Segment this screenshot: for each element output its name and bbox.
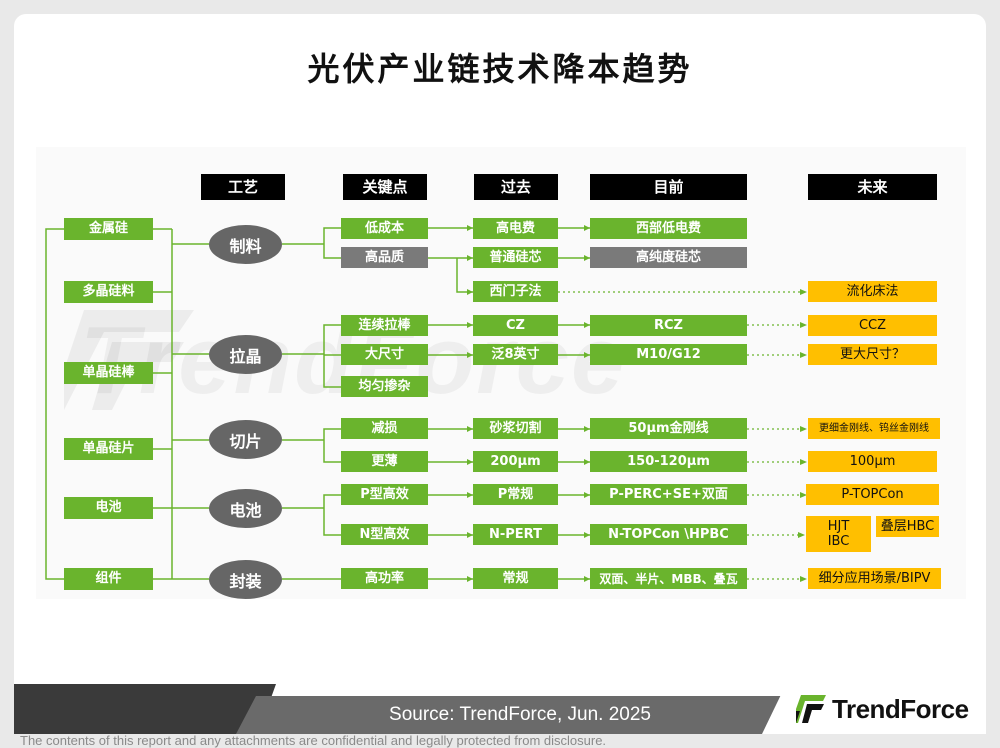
future-item: 叠层HBC	[876, 516, 939, 537]
future-item: P-TOPCon	[806, 484, 939, 505]
process-node: 制料	[209, 225, 282, 264]
key-point: 减损	[341, 418, 428, 439]
present-item: 双面、半片、MBB、叠瓦	[590, 568, 747, 589]
present-item: N-TOPCon \HPBC	[590, 524, 747, 545]
past-item: 高电费	[473, 218, 558, 239]
key-point: 低成本	[341, 218, 428, 239]
process-node: 拉晶	[209, 335, 282, 374]
past-item: 普通硅芯	[473, 247, 558, 268]
future-item: 100μm	[808, 451, 937, 472]
key-point: N型高效	[341, 524, 428, 545]
trendforce-watermark-icon	[64, 310, 194, 410]
past-item: 200μm	[473, 451, 558, 472]
present-item: P-PERC+SE+双面	[590, 484, 747, 505]
future-item: 流化床法	[808, 281, 937, 302]
header-process: 工艺	[201, 174, 285, 200]
header-future: 未来	[808, 174, 937, 200]
key-point: 高品质	[341, 247, 428, 268]
past-item: 砂浆切割	[473, 418, 558, 439]
key-point: 均匀掺杂	[341, 376, 428, 397]
future-item: 更大尺寸？	[808, 344, 937, 365]
future-item: 更细金刚线、钨丝金刚线	[808, 418, 940, 439]
material-item: 多晶硅料	[64, 281, 153, 303]
present-item: 高纯度硅芯	[590, 247, 747, 268]
past-item: CZ	[473, 315, 558, 336]
past-item: 泛8英寸	[473, 344, 558, 365]
source-caption: Source: TrendForce, Jun. 2025	[389, 704, 651, 725]
header-past: 过去	[474, 174, 558, 200]
page-title: 光伏产业链技术降本趋势	[307, 50, 693, 88]
past-item: 西门子法	[473, 281, 558, 302]
material-item: 组件	[64, 568, 153, 590]
past-item: 常规	[473, 568, 558, 589]
disclaimer-text: The contents of this report and any atta…	[20, 733, 607, 748]
material-item: 金属硅	[64, 218, 153, 240]
key-point: 连续拉棒	[341, 315, 428, 336]
material-item: 单晶硅片	[64, 438, 153, 460]
present-item: 50μm金刚线	[590, 418, 747, 439]
trendforce-logo: TrendForce	[796, 694, 969, 724]
future-item: HJT IBC	[806, 516, 871, 552]
process-node: 电池	[209, 489, 282, 528]
brand-name: TrendForce	[832, 693, 969, 724]
header-present: 目前	[590, 174, 747, 200]
key-point: P型高效	[341, 484, 428, 505]
present-item: 150-120μm	[590, 451, 747, 472]
future-item: 细分应用场景/BIPV	[808, 568, 941, 589]
past-item: N-PERT	[473, 524, 558, 545]
material-item: 单晶硅棒	[64, 362, 153, 384]
key-point: 大尺寸	[341, 344, 428, 365]
process-node: 切片	[209, 420, 282, 459]
past-item: P常规	[473, 484, 558, 505]
present-item: 西部低电费	[590, 218, 747, 239]
present-item: RCZ	[590, 315, 747, 336]
future-item: CCZ	[808, 315, 937, 336]
present-item: M10/G12	[590, 344, 747, 365]
key-point: 更薄	[341, 451, 428, 472]
key-point: 高功率	[341, 568, 428, 589]
header-key-points: 关键点	[343, 174, 427, 200]
process-node: 封装	[209, 560, 282, 599]
material-item: 电池	[64, 497, 153, 519]
trendforce-logo-icon	[796, 695, 826, 723]
